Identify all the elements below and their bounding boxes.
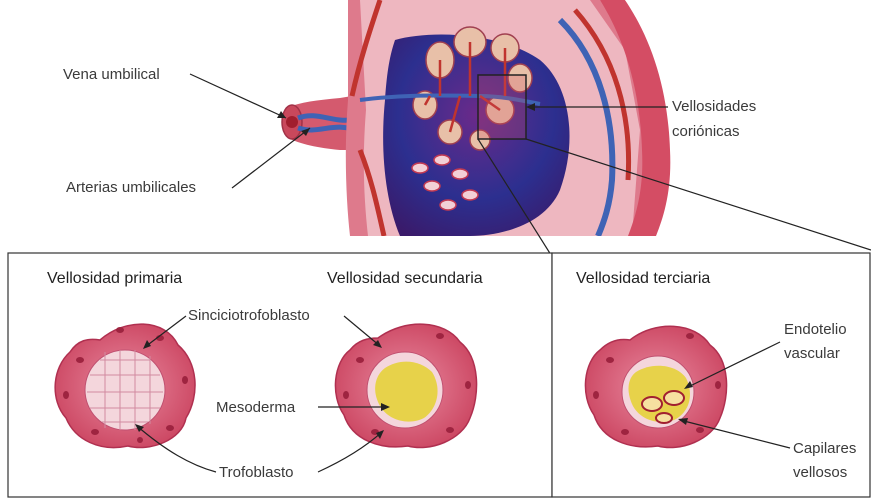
highlight-box: [478, 75, 526, 139]
label-mesoderma: Mesoderma: [216, 399, 296, 416]
label-sinciciotrofoblasto: Sinciciotrofoblasto: [188, 307, 310, 324]
placenta-illustration: [282, 0, 700, 236]
title-terciaria: Vellosidad terciaria: [576, 270, 710, 287]
label-vellosidades-1: Vellosidades: [672, 98, 756, 115]
label-endotelio-1: Endotelio: [784, 321, 847, 338]
title-primaria: Vellosidad primaria: [47, 270, 182, 287]
leader-arterias: [232, 128, 310, 188]
label-capilares-2: vellosos: [793, 464, 847, 481]
label-capilares-1: Capilares: [793, 440, 856, 457]
title-secundaria: Vellosidad secundaria: [327, 270, 483, 287]
label-vena-umbilical: Vena umbilical: [63, 66, 160, 83]
label-arterias-umbilicales: Arterias umbilicales: [66, 179, 196, 196]
leader-vena: [190, 74, 286, 118]
label-trofoblasto: Trofoblasto: [219, 464, 293, 481]
label-vellosidades-2: coriónicas: [672, 123, 740, 140]
villus-terciaria: [585, 326, 726, 447]
label-endotelio-2: vascular: [784, 345, 840, 362]
